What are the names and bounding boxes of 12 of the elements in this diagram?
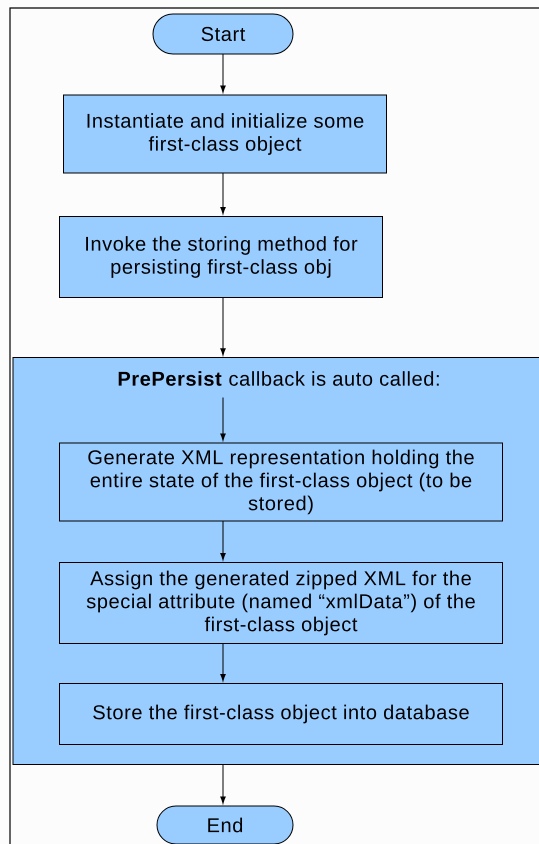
arrow xyxy=(220,644,226,682)
arrow xyxy=(220,54,226,93)
process-box: Store the first-class object into database xyxy=(59,683,503,745)
arrow xyxy=(220,397,226,441)
arrow xyxy=(220,521,226,560)
process-box: Instantiate and initialize some first-class object xyxy=(63,94,387,174)
arrow xyxy=(220,764,226,804)
process-box: Generate XML representation holding the entire state of the first-class object (to be stored) xyxy=(59,442,503,522)
arrow xyxy=(220,173,226,214)
arrow xyxy=(220,298,226,356)
process-box: Invoke the storing method for persisting first-class obj xyxy=(59,216,383,298)
process-box: Assign the generated zipped XML for the special attribute (named “xmlData”) of the first-class object xyxy=(59,562,503,644)
